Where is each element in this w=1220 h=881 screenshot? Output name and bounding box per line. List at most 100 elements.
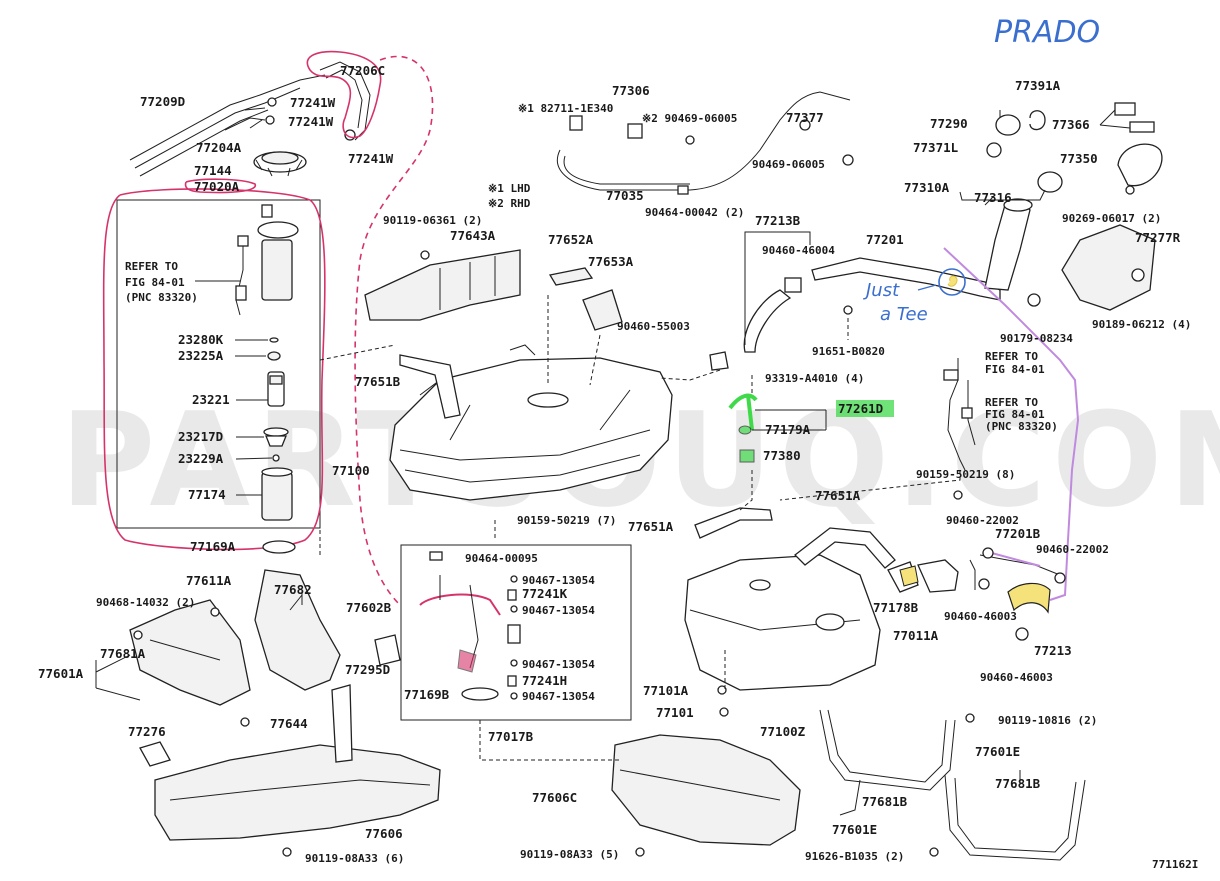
label-90467-13054-1: 90467-13054 [522,574,595,587]
highlighted-77261d [728,393,894,463]
label-90119-08a33-6: 90119-08A33 (6) [305,852,404,865]
refer-right-b-line1: REFER TO [985,396,1038,409]
hose-77213 [887,547,1066,641]
label-90468-14032: 90468-14032 (2) [96,596,195,609]
skid-plate-77606c [611,685,801,857]
label-77601e-1: 77601E [832,822,877,837]
fuel-line-assembly [129,61,371,177]
label-90269-06017: 90269-06017 (2) [1062,212,1161,225]
legend-lhd: ※1 LHD [488,182,531,195]
purple-annotation-vent [943,247,1080,601]
label-77169b: 77169B [404,687,450,702]
filler-cap-parts [986,102,1163,311]
blue-annotation-arrow [917,284,937,291]
label-77681b-1: 77681B [862,794,908,809]
label-91651-b0820: 91651-B0820 [812,345,885,358]
sender-gauge-box [400,544,632,721]
label-77241k: 77241K [522,586,568,601]
label-77681a: 77681A [100,646,146,661]
pink-annotation-pump-box [102,188,326,551]
label-77169a: 77169A [190,539,236,554]
label-77241w-3: 77241W [348,151,394,166]
vent-tube-right [943,358,976,500]
label-77035: 77035 [606,188,644,203]
skid-plate-77606 [139,684,441,857]
label-90460-46003-2: 90460-46003 [980,671,1053,684]
label-77350: 77350 [1060,151,1098,166]
fuel-pump-module [235,204,299,554]
label-90119-10816: 90119-10816 (2) [998,714,1097,727]
label-77011a: 77011A [893,628,939,643]
annotation-model: PRADO [994,15,1100,50]
label-90469-06005-b: 90469-06005 [752,158,825,171]
label-77611a: 77611A [186,573,232,588]
label-77652a: 77652A [548,232,594,247]
refer-right-b-line2: FIG 84-01 [985,408,1045,421]
main-fuel-tank [389,344,673,501]
label-77682: 77682 [274,582,312,597]
label-23217d: 23217D [178,429,223,444]
label-77276: 77276 [128,724,166,739]
label-77295d: 77295D [345,662,390,677]
label-77241w-2: 77241W [288,114,334,129]
tank-protectors-left [129,569,401,727]
label-90464-00042: 90464-00042 (2) [645,206,744,219]
label-90159-50219-8: 90159-50219 (8) [916,468,1015,481]
refer-left-line3: (PNC 83320) [125,291,198,304]
label-77651b: 77651B [355,374,401,389]
label-90467-13054-4: 90467-13054 [522,690,595,703]
label-90460-22002-1: 90460-22002 [946,514,1019,527]
label-77100z: 77100Z [760,724,806,739]
label-77377: 77377 [786,110,824,125]
label-77100: 77100 [332,463,370,478]
tank-bracket-77643a [364,249,521,321]
fuel-pump-flange [253,151,307,177]
fuel-filler-pipe [709,198,1041,371]
label-90464-00095: 90464-00095 [465,552,538,565]
label-77601a: 77601A [38,666,84,681]
label-90460-46003-1: 90460-46003 [944,610,1017,623]
label-77371l: 77371L [913,140,959,155]
label-77653a: 77653A [588,254,634,269]
label-90159-50219-7: 90159-50219 (7) [517,514,616,527]
blue-annotation-circle [938,268,966,296]
label-77101a: 77101A [643,683,689,698]
label-77204a: 77204A [196,140,242,155]
label-77206c: 77206C [340,63,385,78]
label-77241w-1: 77241W [290,95,336,110]
annotation-a-tee: a Tee [880,304,928,325]
label-77651a-2: 77651A [815,488,861,503]
label-77380: 77380 [763,448,801,463]
label-90469-06005-a: ※2 90469-06005 [642,112,737,125]
label-77681b-2: 77681B [995,776,1041,791]
label-90460-22002-2: 90460-22002 [1036,543,1109,556]
label-90119-06361: 90119-06361 (2) [383,214,482,227]
label-82711-1e340: ※1 82711-1E340 [518,102,613,115]
label-77101: 77101 [656,705,694,720]
label-77201b: 77201B [995,526,1041,541]
pump-module-box [116,199,321,529]
pink-annotation-hose [306,50,382,139]
label-77316: 77316 [974,190,1012,205]
label-23225a: 23225A [178,348,224,363]
label-77201: 77201 [866,232,904,247]
refer-left-line1: REFER TO [125,260,178,273]
refer-left-line2: FIG 84-01 [125,276,185,289]
label-77366: 77366 [1052,117,1090,132]
annotation-just: Just [863,280,900,301]
label-77209d: 77209D [140,94,185,109]
label-77261d: 77261D [838,401,883,416]
refer-right-a-line2: FIG 84-01 [985,363,1045,376]
label-77644: 77644 [270,716,308,731]
label-77651a-1: 77651A [628,519,674,534]
label-77606: 77606 [365,826,403,841]
label-23280k: 23280K [178,332,224,347]
label-90460-46004: 90460-46004 [762,244,835,257]
label-90467-13054-3: 90467-13054 [522,658,595,671]
refer-right-b-line3: (PNC 83320) [985,420,1058,433]
label-90467-13054-2: 90467-13054 [522,604,595,617]
label-77277r: 77277R [1135,230,1181,245]
label-77144: 77144 [194,163,232,178]
label-77602b: 77602B [346,600,392,615]
